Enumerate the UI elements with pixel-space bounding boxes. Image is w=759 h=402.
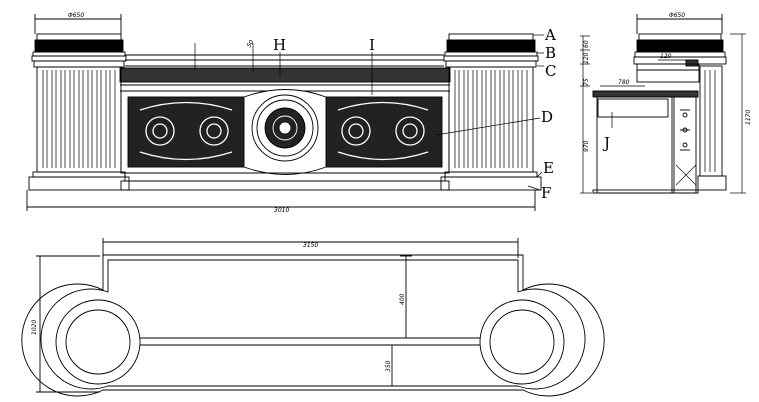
dim-plan-depth: 1020	[31, 255, 100, 393]
front-panel	[120, 89, 450, 175]
side-elevation: Φ650	[580, 12, 752, 194]
label-d: D	[541, 108, 553, 126]
dim-1170-text: 1170	[745, 110, 752, 125]
counter-top	[119, 54, 451, 92]
side-dims	[580, 33, 746, 194]
dim-60-text: 60	[583, 40, 590, 48]
right-pillar-cap	[443, 33, 539, 68]
label-f: F	[541, 184, 551, 202]
label-i: I	[369, 36, 375, 54]
plan-view: 3150 1020 400 350	[21, 238, 605, 397]
dim-plan-inner-text: 400	[399, 293, 406, 305]
dim-plan-width: 3150	[102, 238, 519, 258]
front-leaders	[194, 34, 544, 191]
label-e: E	[543, 159, 554, 177]
dim-970-text: 970	[583, 140, 590, 152]
label-b: B	[545, 44, 556, 62]
dim-total-width-text: 3010	[274, 207, 289, 214]
dim-plan-width-text: 3150	[303, 242, 318, 249]
dim-total-width: 3010	[26, 190, 536, 214]
dim-plan-front: 350	[385, 344, 398, 387]
dim-cap-left-text: Φ650	[68, 12, 84, 19]
label-c: C	[545, 62, 556, 80]
dim-top-small-text: 50	[246, 39, 256, 49]
dim-side-cap: Φ650	[636, 12, 723, 34]
front-elevation: Φ650	[26, 12, 556, 214]
dim-plan-depth-text: 1020	[31, 320, 38, 335]
dim-side-cap-text: Φ650	[669, 12, 685, 19]
dim-cap-left: Φ650	[34, 12, 122, 34]
dim-120-top-text: 120	[660, 53, 672, 60]
dim-120-side-text: 120	[583, 52, 590, 64]
dim-75-text: 75	[583, 78, 590, 86]
left-pillar-cap	[31, 33, 127, 68]
right-pillar-shaft	[440, 66, 542, 191]
label-h: H	[273, 36, 286, 54]
label-j: J	[602, 134, 610, 152]
left-pillar-shaft	[28, 66, 130, 191]
label-a: A	[544, 26, 556, 44]
dim-plan-inner: 400	[399, 255, 412, 339]
dim-780-text: 780	[618, 79, 630, 86]
dim-plan-front-text: 350	[385, 360, 392, 372]
front-base	[120, 172, 450, 191]
